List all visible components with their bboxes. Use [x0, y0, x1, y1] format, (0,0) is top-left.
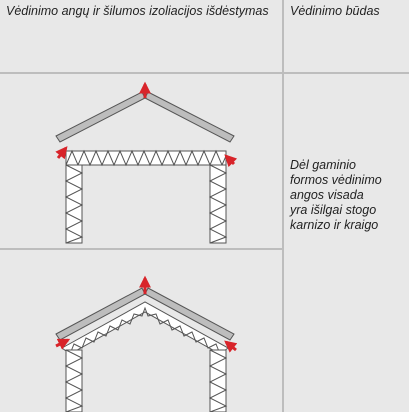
left-wall-insulation — [64, 349, 84, 412]
description-line: angos visada — [290, 188, 364, 202]
right-wall-insulation — [208, 164, 228, 244]
header-placement: Vėdinimo angų ir šilumos izoliacijos išd… — [6, 4, 269, 18]
ceiling-insulation — [65, 149, 227, 167]
airflow-arrows — [55, 275, 238, 353]
roof-panels — [55, 91, 235, 143]
description-line: formos vėdinimo — [290, 173, 382, 187]
ventilation-description: Dėl gaminio formos vėdinimo angos visada… — [290, 158, 408, 233]
row-divider — [0, 248, 282, 250]
description-line: yra išilgai stogo — [290, 203, 377, 217]
header-method: Vėdinimo būdas — [290, 4, 380, 18]
airflow-arrows — [55, 81, 238, 168]
sloped-insulation — [61, 301, 229, 355]
description-line: karnizo ir kraigo — [290, 218, 379, 232]
right-wall-insulation — [208, 349, 228, 412]
diagram-roof-insulation — [55, 275, 238, 412]
column-divider — [282, 0, 284, 412]
description-line: Dėl gaminio — [290, 158, 357, 172]
left-wall-insulation — [64, 164, 84, 244]
roof-panels — [55, 287, 235, 341]
header-divider — [0, 72, 409, 74]
diagram-ceiling-insulation — [55, 81, 238, 244]
